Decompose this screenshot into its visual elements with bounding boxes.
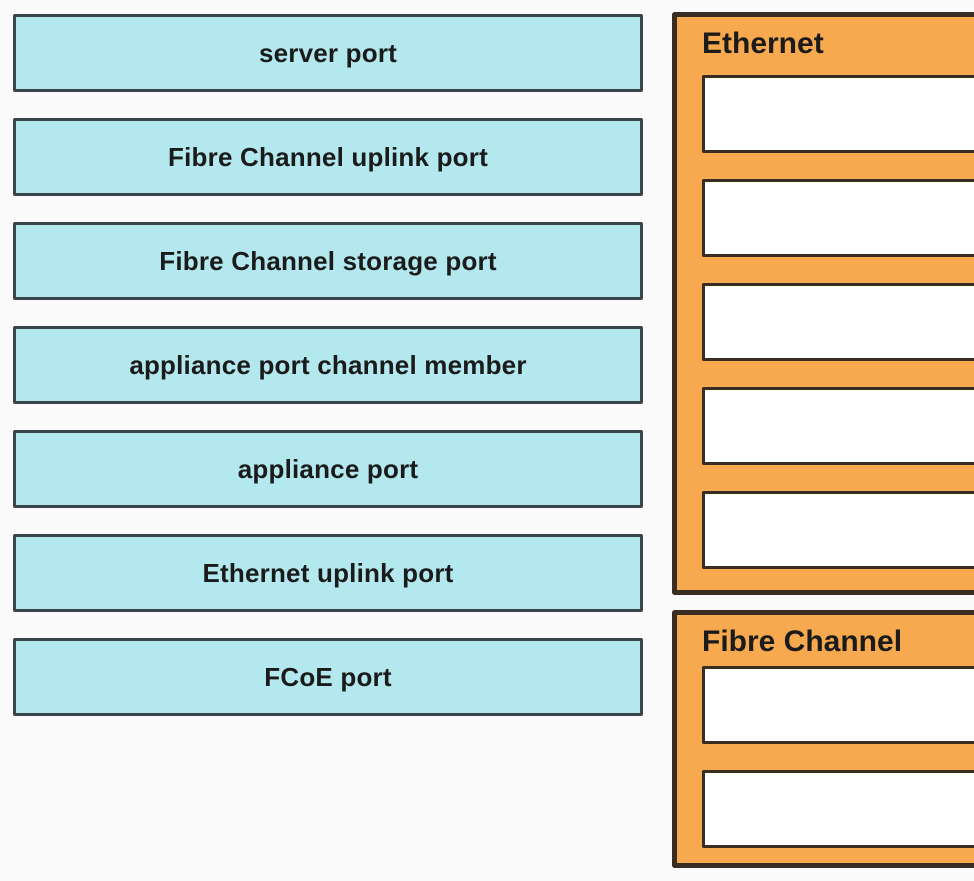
drop-slot-list-ethernet [677, 75, 974, 569]
drop-slot-ethernet-4[interactable] [702, 387, 974, 465]
drop-group-fibre-channel: Fibre Channel [672, 610, 974, 868]
drag-item-label: appliance port channel member [129, 349, 527, 380]
drop-group-ethernet: Ethernet [672, 12, 974, 595]
drop-slot-ethernet-1[interactable] [702, 75, 974, 153]
drag-item-label: Ethernet uplink port [202, 557, 454, 588]
drop-slot-fibre-channel-2[interactable] [702, 770, 974, 848]
drag-item-appliance-port[interactable]: appliance port [13, 430, 643, 508]
drop-slot-fibre-channel-1[interactable] [702, 666, 974, 744]
drag-item-label: appliance port [237, 453, 419, 484]
drag-item-label: FCoE port [264, 661, 392, 692]
drag-item-label: server port [258, 37, 398, 68]
drag-item-label: Fibre Channel uplink port [168, 141, 488, 172]
drag-item-ethernet-uplink-port[interactable]: Ethernet uplink port [13, 534, 643, 612]
drop-slot-ethernet-5[interactable] [702, 491, 974, 569]
drop-group-ethernet-title: Ethernet [702, 27, 824, 60]
drag-item-fibre-channel-uplink-port[interactable]: Fibre Channel uplink port [13, 118, 643, 196]
drag-item-server-port[interactable]: server port [13, 14, 643, 92]
drop-slot-ethernet-2[interactable] [702, 179, 974, 257]
drag-item-label: Fibre Channel storage port [159, 245, 497, 276]
drop-slot-ethernet-3[interactable] [702, 283, 974, 361]
drag-item-fibre-channel-storage-port[interactable]: Fibre Channel storage port [13, 222, 643, 300]
drag-item-fcoe-port[interactable]: FCoE port [13, 638, 643, 716]
drag-item-appliance-port-channel-member[interactable]: appliance port channel member [13, 326, 643, 404]
drop-slot-list-fibre-channel [677, 666, 974, 848]
drop-group-fibre-channel-title: Fibre Channel [702, 625, 903, 658]
